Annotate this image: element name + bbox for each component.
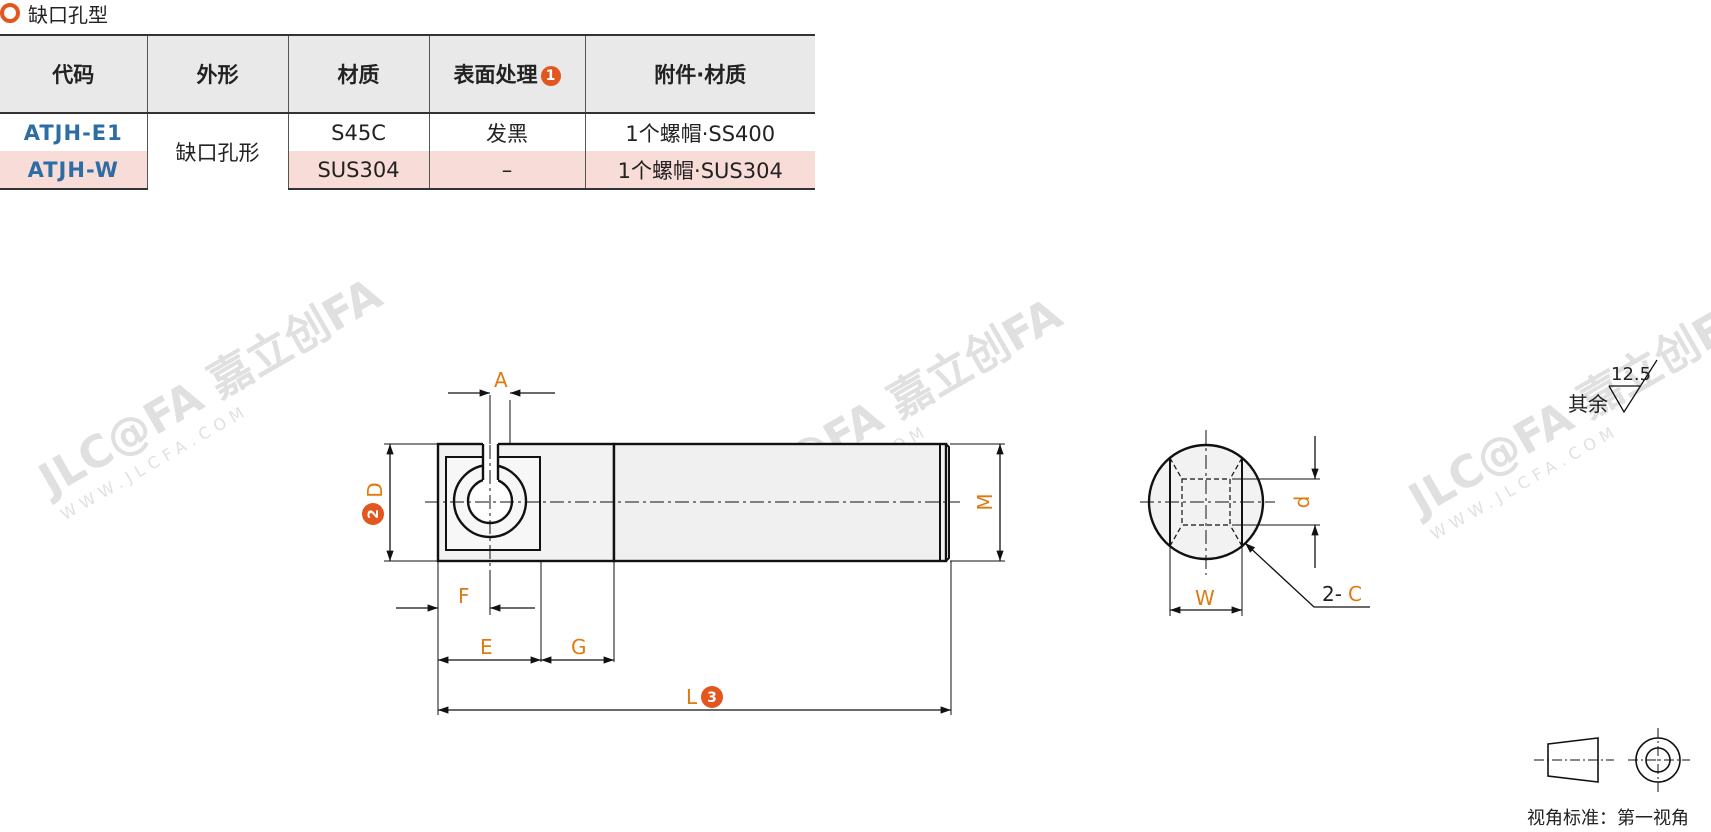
- note-badge-1: 1: [540, 66, 561, 86]
- header-surface-label: 表面处理: [453, 63, 538, 87]
- dim-label-d-small: d: [1290, 496, 1314, 509]
- row-shape: 缺口孔形: [146, 113, 288, 189]
- thread-end: [939, 443, 950, 562]
- dim-label-a: A: [494, 368, 508, 392]
- row-material: S45C: [287, 113, 429, 151]
- circle-bullet-icon: [0, 3, 20, 23]
- table-row: ATJH-W SUS304 – 1个螺帽·SUS304: [0, 151, 815, 190]
- dim-label-d: D: [363, 482, 387, 497]
- section-title: 缺口孔型: [28, 2, 108, 27]
- row-material: SUS304: [287, 151, 429, 190]
- row-code: ATJH-E1: [23, 120, 123, 145]
- dim-label-m: M: [973, 493, 997, 510]
- row-surface: –: [428, 151, 585, 190]
- note-badge-3-text: 3: [707, 690, 717, 706]
- roughness-label: 其余: [1568, 392, 1608, 416]
- table-row: ATJH-E1 缺口孔形 S45C 发黑 1个螺帽·SS400: [0, 113, 815, 189]
- projection-label: 视角标准：第一视角: [1527, 808, 1689, 829]
- dim-label-l: L: [686, 685, 698, 709]
- section-heading: 缺口孔型: [0, 0, 108, 27]
- dim-label-w: W: [1195, 586, 1215, 610]
- hidden-square: [1181, 478, 1231, 526]
- header-shape: 外形: [146, 34, 288, 114]
- header-code: 代码: [0, 34, 147, 114]
- slot-edges: [481, 444, 500, 480]
- row-surface: 发黑: [428, 113, 585, 151]
- dim-label-g: G: [571, 635, 587, 659]
- row-accessory: 1个螺帽·SS400: [584, 113, 815, 151]
- roughness-value: 12.5: [1611, 364, 1651, 385]
- header-accessory: 附件·材质: [584, 34, 815, 114]
- dim-label-f: F: [458, 584, 470, 608]
- row-accessory: 1个螺帽·SUS304: [584, 151, 815, 190]
- dim-label-c-prefix: 2-: [1322, 582, 1342, 606]
- row-code: ATJH-W: [0, 151, 147, 190]
- dim-label-e: E: [480, 635, 493, 659]
- note-badge-2-text: 2: [366, 509, 382, 519]
- note-badge-3: [701, 686, 723, 708]
- header-material: 材质: [287, 34, 429, 114]
- roughness-symbol: [1608, 359, 1658, 414]
- dim-label-c: C: [1348, 582, 1362, 606]
- projection-cone: [1547, 737, 1599, 783]
- note-badge-2: [362, 503, 384, 525]
